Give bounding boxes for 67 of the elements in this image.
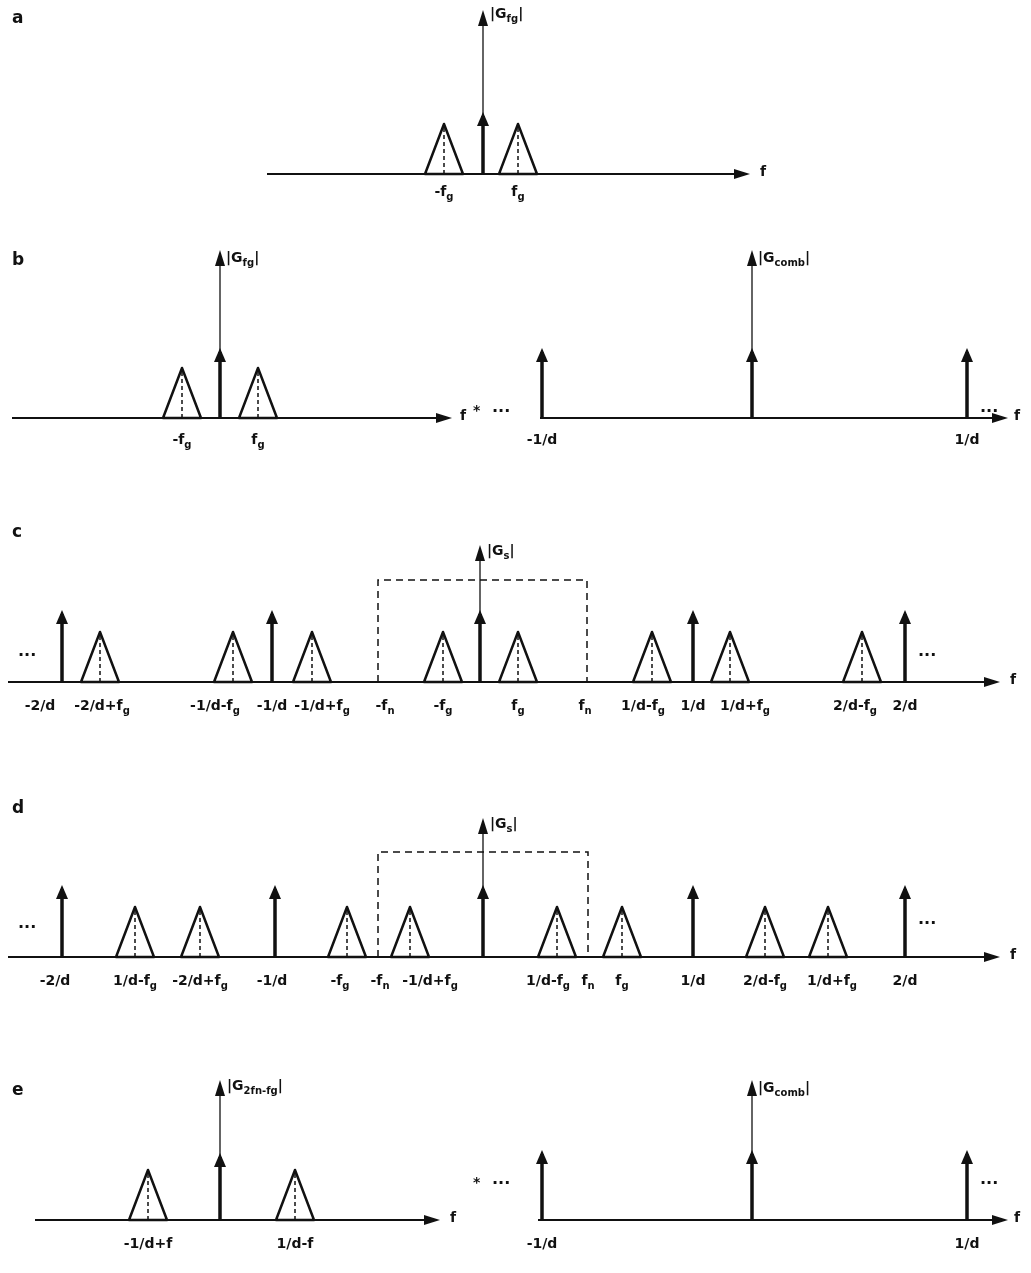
ellipsis: ... (18, 914, 37, 932)
axis-label: f (760, 164, 767, 180)
tick-label: -1/d (256, 973, 288, 989)
tick-label: -2/d+f$_{g}$ (172, 973, 228, 991)
ellipsis: ... (980, 398, 999, 416)
tick-label: 1/d-f$_{g}$ (526, 973, 570, 991)
tick-label: f$_{g}$ (251, 432, 265, 450)
panel-letter: e (12, 1080, 24, 1099)
tick-label: 1/d (954, 432, 980, 448)
tick-label: 2/d-f$_{g}$ (833, 698, 877, 716)
axis-label: |G$_{comb}$| (758, 250, 811, 268)
axis-label: f (450, 1210, 457, 1226)
tick-label: 2/d (892, 973, 918, 989)
convolution-symbol: * (473, 403, 481, 419)
tick-label: f$_{n}$ (578, 698, 592, 716)
tick-label: -1/d-f$_{g}$ (190, 698, 240, 716)
tick-label: -f$_{n}$ (375, 698, 395, 716)
axis-label: f (1010, 672, 1017, 688)
tick-label: f$_{g}$ (511, 184, 525, 202)
tick-label: 1/d-f$_{g}$ (113, 973, 157, 991)
tick-label: 1/d (954, 1236, 980, 1252)
axis-label: f (1014, 408, 1021, 424)
convolution-symbol: * (473, 1175, 481, 1191)
tick-label: -1/d (526, 1236, 558, 1252)
tick-label: -f$_{g}$ (330, 973, 350, 991)
tick-label: 2/d-f$_{g}$ (743, 973, 787, 991)
axis-label: f (460, 408, 467, 424)
tick-label: -2/d+f$_{g}$ (74, 698, 130, 716)
tick-label: 1/d+f$_{g}$ (807, 973, 857, 991)
panel-letter: d (12, 798, 25, 817)
axis-label: |G$_{2fn-fg}$| (227, 1078, 283, 1096)
tick-label: -f$_{g}$ (172, 432, 192, 450)
tick-label: -1/d+f$_{g}$ (294, 698, 350, 716)
axis-label: |G$_{fg}$| (226, 250, 260, 268)
tick-label: 1/d (680, 698, 706, 714)
ellipsis: ... (492, 398, 511, 416)
tick-label: 1/d-f (276, 1236, 314, 1252)
tick-label: -1/d (256, 698, 288, 714)
tick-label: 2/d (892, 698, 918, 714)
panel-letter: a (12, 8, 24, 27)
axis-label: |G$_{s}$| (490, 816, 518, 834)
tick-label: -f$_{g}$ (433, 698, 453, 716)
axis-label: |G$_{fg}$| (490, 6, 524, 24)
ellipsis: ... (918, 910, 937, 928)
tick-label: -f$_{g}$ (434, 184, 454, 202)
tick-label: 1/d+f$_{g}$ (720, 698, 770, 716)
ellipsis: ... (18, 642, 37, 660)
axis-label: |G$_{s}$| (487, 543, 515, 561)
tick-label: -1/d (526, 432, 558, 448)
tick-label: -1/d+f$_{g}$ (402, 973, 458, 991)
tick-label: f$_{n}$ (581, 973, 595, 991)
axis-label: |G$_{comb}$| (758, 1080, 811, 1098)
tick-label: -2/d (39, 973, 71, 989)
ellipsis: ... (918, 642, 937, 660)
axis-label: f (1010, 947, 1017, 963)
panel-letter: c (12, 522, 23, 541)
tick-label: 1/d-f$_{g}$ (621, 698, 665, 716)
tick-label: -1/d+f (123, 1236, 173, 1252)
panel-letter: b (12, 250, 25, 269)
ellipsis: ... (492, 1170, 511, 1188)
tick-label: -f$_{n}$ (370, 973, 390, 991)
axis-label: f (1014, 1210, 1021, 1226)
tick-label: 1/d (680, 973, 706, 989)
tick-label: f$_{g}$ (511, 698, 525, 716)
tick-label: f$_{g}$ (615, 973, 629, 991)
ellipsis: ... (980, 1170, 999, 1188)
tick-label: -2/d (24, 698, 56, 714)
